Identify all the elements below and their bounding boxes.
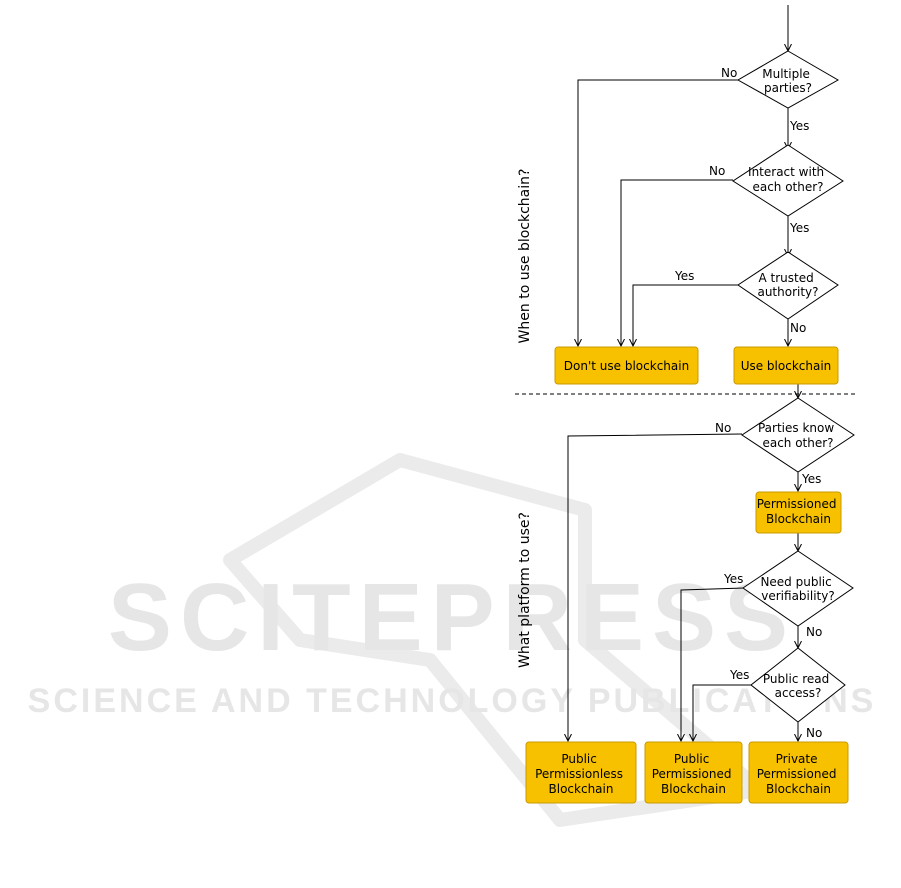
decision-multiple-parties bbox=[736, 50, 840, 109]
outcome-public-permissionless-blockchain bbox=[525, 741, 637, 804]
edge-label: No bbox=[721, 66, 737, 80]
edge-label: No bbox=[806, 625, 822, 639]
outcome-private-permissioned-blockchain-label: Private Permissioned Blockchain bbox=[757, 752, 841, 796]
outcome-permissioned-blockchain bbox=[755, 491, 842, 534]
section-label-when: When to use blockchain? bbox=[517, 169, 533, 344]
edge-label: No bbox=[790, 321, 806, 335]
connectors bbox=[568, 5, 798, 741]
edge-label: Yes bbox=[801, 472, 821, 486]
decision-nodes: Multiple parties? Interact with each oth… bbox=[732, 50, 855, 723]
know-no-arrow bbox=[568, 433, 743, 741]
decision-interact bbox=[732, 144, 844, 217]
edge-label: Yes bbox=[729, 668, 749, 682]
outcome-permissioned-blockchain-label: Permissioned Blockchain bbox=[757, 497, 841, 526]
edge-label: Yes bbox=[789, 221, 809, 235]
edge-labels: No Yes No Yes Yes No No Yes Yes No Yes N… bbox=[674, 66, 822, 740]
watermark-title: SCITEPRESS bbox=[108, 564, 796, 671]
outcome-public-permissionless-blockchain-label: Public Permissionless Blockchain bbox=[535, 752, 627, 796]
outcome-use-blockchain-label: Use blockchain bbox=[741, 359, 832, 373]
decision-parties-know bbox=[741, 397, 855, 473]
section-label-platform: What platform to use? bbox=[517, 512, 533, 668]
verif-yes-arrow bbox=[681, 587, 745, 741]
trusted-yes-arrow bbox=[633, 284, 738, 346]
decision-public-verifiability bbox=[742, 550, 854, 627]
outcome-use-blockchain bbox=[733, 346, 839, 385]
interact-no-arrow bbox=[621, 179, 733, 346]
decision-public-read bbox=[750, 647, 846, 723]
decision-multiple-parties-label: Multiple parties? bbox=[762, 67, 814, 95]
edge-label: No bbox=[806, 726, 822, 740]
decision-public-read-label: Public read access? bbox=[763, 672, 833, 700]
outcome-dont-use-blockchain-label: Don't use blockchain bbox=[564, 359, 689, 373]
outcome-nodes: Don't use blockchain Use blockchain Perm… bbox=[525, 346, 849, 804]
edge-label: Yes bbox=[789, 119, 809, 133]
watermark: SCITEPRESS SCIENCE AND TECHNOLOGY PUBLIC… bbox=[28, 453, 877, 827]
edge-label: Yes bbox=[674, 269, 694, 283]
decision-public-verifiability-label: Need public verifiability? bbox=[760, 575, 835, 603]
decision-trusted-authority bbox=[737, 251, 839, 320]
edge-label: Yes bbox=[723, 572, 743, 586]
outcome-dont-use-blockchain bbox=[554, 346, 699, 385]
edge-label: No bbox=[715, 421, 731, 435]
multiple-no-arrow bbox=[578, 79, 739, 346]
decision-trusted-authority-label: A trusted authority? bbox=[757, 271, 818, 299]
edge-label: No bbox=[709, 164, 725, 178]
outcome-private-permissioned-blockchain bbox=[748, 741, 849, 804]
outcome-public-permissioned-blockchain bbox=[644, 741, 743, 804]
decision-interact-label: Interact with each other? bbox=[748, 165, 828, 194]
watermark-subtitle: SCIENCE AND TECHNOLOGY PUBLICATIONS bbox=[28, 682, 877, 720]
outcome-public-permissioned-blockchain-label: Public Permissioned Blockchain bbox=[652, 752, 736, 796]
read-yes-arrow bbox=[693, 684, 752, 741]
decision-parties-know-label: Parties know each other? bbox=[758, 421, 838, 450]
